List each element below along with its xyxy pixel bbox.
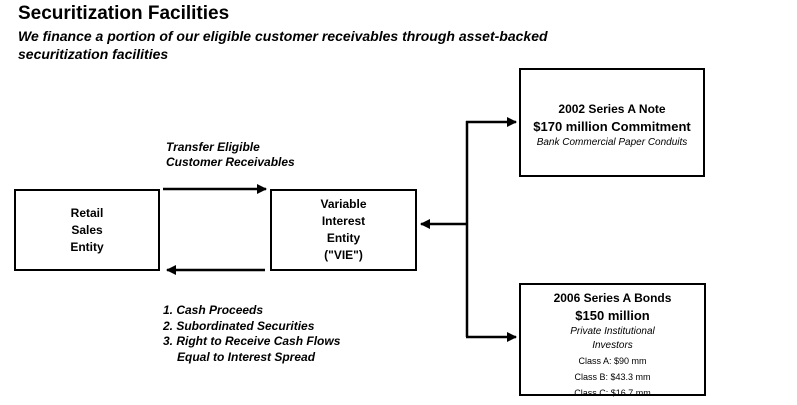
vie-box-line: Variable (320, 197, 367, 211)
return-item: 2. Subordinated Securities (163, 318, 315, 333)
series-a-note-box: 2002 Series A Note $170 million Commitme… (519, 68, 705, 177)
bonds-investor-line-1: Private Institutional (570, 326, 655, 337)
bonds-class-c: Class C: $16.7 mm (574, 388, 651, 398)
page-title: Securitization Facilities (18, 3, 230, 24)
return-item-continuation: Equal to Interest Spread (177, 349, 316, 364)
note-amount: $170 million Commitment (533, 119, 691, 134)
series-a-bonds-box: 2006 Series A Bonds $150 million Private… (519, 283, 706, 398)
transfer-label-line-2: Customer Receivables (166, 155, 295, 169)
subtitle-line-2: securitization facilities (18, 46, 169, 62)
vie-box-line: Entity (326, 231, 361, 245)
retail-box-line: Retail (70, 205, 104, 220)
vie-box: Variable Interest Entity ("VIE") (270, 189, 417, 271)
return-item: 3. Right to Receive Cash Flows (163, 334, 341, 348)
vie-box-line: ("VIE") (324, 248, 363, 262)
note-title: 2002 Series A Note (558, 102, 666, 116)
vie-box-line: Interest (321, 214, 366, 228)
retail-box-line: Sales (71, 222, 103, 237)
transfer-label: Transfer Eligible Customer Receivables (166, 140, 295, 170)
bonds-class-b: Class B: $43.3 mm (574, 372, 651, 382)
retail-box-line: Entity (70, 239, 104, 254)
retail-sales-entity-box: Retail Sales Entity (14, 189, 160, 271)
bonds-investor-line-2: Investors (592, 340, 633, 351)
note-investor: Bank Commercial Paper Conduits (536, 137, 688, 148)
bonds-amount: $150 million (575, 308, 650, 323)
page-subtitle: We finance a portion of our eligible cus… (18, 27, 618, 63)
return-item: 1. Cash Proceeds (163, 303, 264, 317)
bonds-class-a: Class A: $90 mm (578, 356, 647, 366)
return-items-list: 1. Cash Proceeds 2. Subordinated Securit… (163, 303, 340, 365)
transfer-label-line-1: Transfer Eligible (166, 140, 260, 154)
subtitle-line-1: We finance a portion of our eligible cus… (18, 28, 548, 44)
bonds-title: 2006 Series A Bonds (553, 291, 672, 305)
